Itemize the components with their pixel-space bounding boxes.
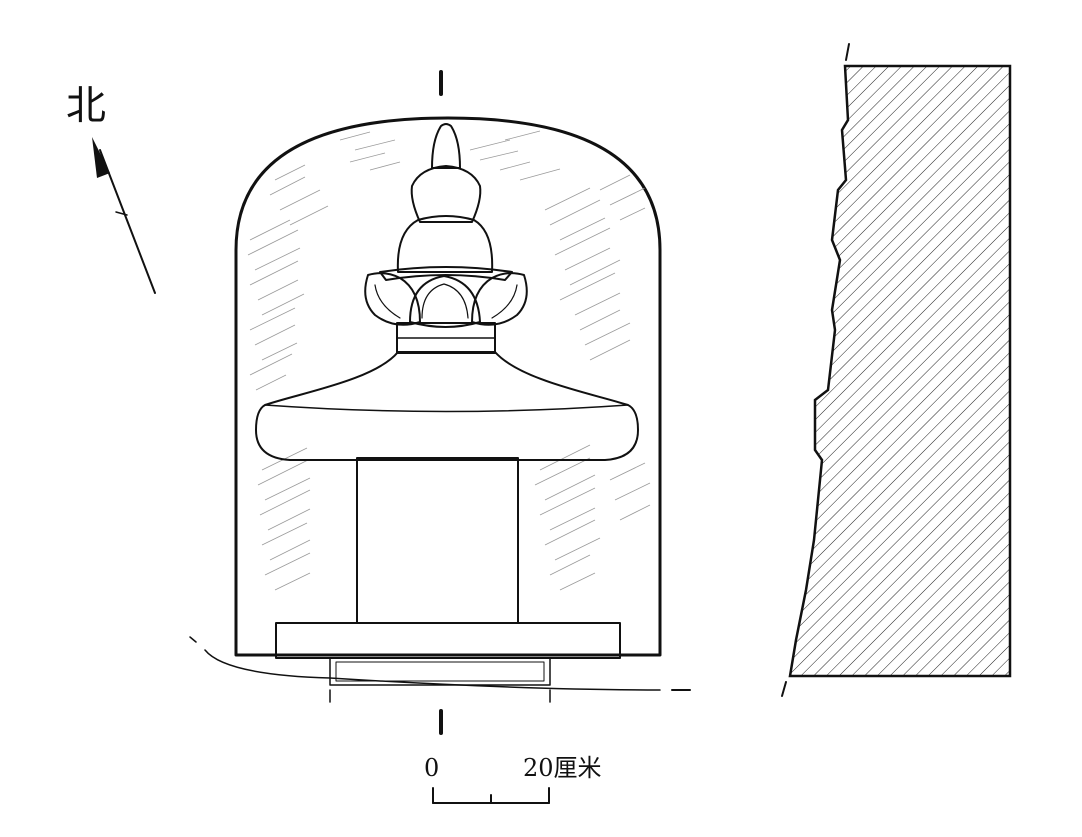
niche-outline: [234, 116, 662, 657]
ground-line: [189, 636, 661, 691]
stupa-roof: [255, 351, 639, 461]
north-label: 北: [66, 83, 106, 129]
section-profile: [788, 64, 1012, 678]
north-arrow-icon: [92, 137, 156, 294]
stupa-finial: [396, 123, 494, 273]
niche-shading: [247, 130, 651, 591]
scale-max-label: 20厘米: [523, 754, 602, 782]
roof-eave-line: [264, 404, 629, 413]
scale-zero-label: 0: [424, 754, 440, 782]
stupa-body: [356, 457, 519, 624]
stupa-base-slab: [275, 622, 621, 659]
scale-bar: [432, 787, 550, 804]
pedestal-rim: [329, 657, 551, 686]
lotus-seat: [364, 266, 528, 328]
